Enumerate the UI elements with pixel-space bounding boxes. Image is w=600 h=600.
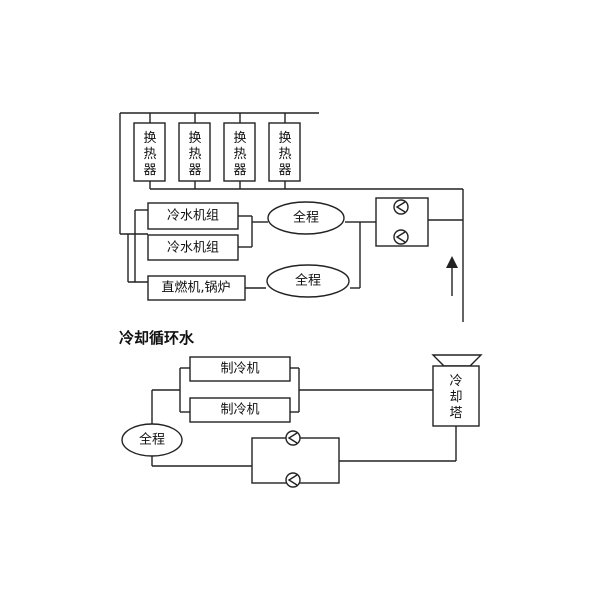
- svg-text:热: 热: [188, 147, 201, 162]
- cooling-loop-piping: [151, 367, 457, 467]
- full-process-unit-2: 全程: [266, 264, 350, 298]
- heat-exchanger-1: 换 热 器: [133, 122, 166, 182]
- heat-exchanger-4: 换 热 器: [268, 122, 301, 182]
- svg-text:全程: 全程: [139, 432, 165, 448]
- svg-text:器: 器: [188, 163, 201, 178]
- svg-text:热: 热: [143, 147, 156, 162]
- svg-text:全程: 全程: [295, 273, 321, 289]
- svg-text:换: 换: [233, 131, 246, 146]
- heat-exchanger-2: 换 热 器: [178, 122, 211, 182]
- svg-text:直燃机,锅炉: 直燃机,锅炉: [161, 280, 230, 296]
- lower-pump-station: [251, 430, 340, 488]
- cooling-tower: 冷 却 塔: [431, 354, 483, 427]
- svg-text:制冷机: 制冷机: [220, 362, 259, 377]
- svg-text:换: 换: [188, 131, 201, 146]
- svg-text:热: 热: [278, 147, 291, 162]
- svg-text:热: 热: [233, 147, 246, 162]
- svg-text:全程: 全程: [293, 210, 319, 226]
- svg-text:器: 器: [143, 163, 156, 178]
- upper-pump-station: [375, 197, 429, 247]
- pump-icon: [393, 229, 409, 245]
- full-process-unit-1: 全程: [267, 201, 345, 235]
- chiller-unit-2: 冷水机组: [147, 234, 239, 261]
- refrigerator-2: 制冷机: [189, 397, 291, 423]
- refrigerator-1: 制冷机: [189, 356, 291, 382]
- svg-text:器: 器: [233, 163, 246, 178]
- svg-text:冷水机组: 冷水机组: [167, 241, 219, 256]
- full-process-unit-3: 全程: [121, 423, 183, 457]
- pump-icon: [393, 199, 409, 215]
- pump-icon: [285, 472, 301, 488]
- svg-text:换: 换: [143, 131, 156, 146]
- svg-text:塔: 塔: [449, 406, 462, 421]
- section-title: 冷却循环水: [119, 329, 195, 347]
- svg-text:换: 换: [278, 131, 291, 146]
- svg-text:冷水机组: 冷水机组: [167, 209, 219, 224]
- svg-text:冷: 冷: [449, 374, 462, 389]
- upper-piping: [119, 112, 464, 322]
- direct-fired-boiler-unit: 直燃机,锅炉: [147, 275, 246, 301]
- chiller-unit-1: 冷水机组: [147, 202, 239, 230]
- svg-text:器: 器: [278, 163, 291, 178]
- heat-exchanger-3: 换 热 器: [223, 122, 256, 182]
- pump-icon: [285, 430, 301, 446]
- svg-text:制冷机: 制冷机: [220, 403, 259, 418]
- svg-text:却: 却: [449, 390, 462, 405]
